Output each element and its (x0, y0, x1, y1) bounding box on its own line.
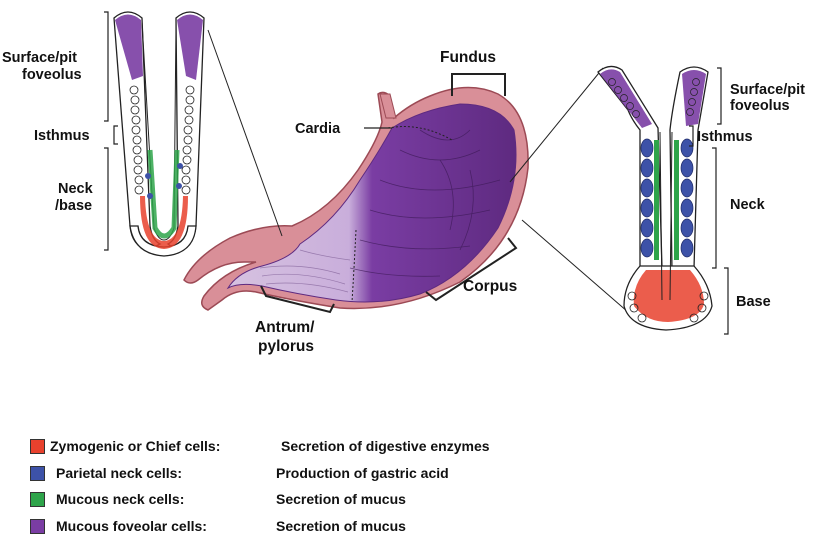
right-surface-label-2: foveolus (730, 98, 790, 114)
parietal-swatch (30, 466, 45, 481)
antrum-label-1: Antrum/ (255, 319, 315, 336)
legend-function: Secretion of digestive enzymes (281, 438, 490, 454)
legend-row-zymogenic: Zymogenic or Chief cells: Secretion of d… (28, 436, 808, 463)
cardia-label: Cardia (295, 121, 341, 137)
right-base-label: Base (736, 294, 771, 310)
zymogenic-swatch (30, 439, 45, 454)
antrum-label-2: pylorus (258, 338, 314, 355)
right-isthmus-label: Isthmus (697, 129, 753, 145)
left-isthmus-label: Isthmus (34, 128, 90, 144)
right-gastric-gland (598, 66, 712, 330)
legend-function: Secretion of mucus (276, 518, 406, 534)
left-surface-label-1: Surface/pit (2, 50, 77, 66)
legend-name: Mucous neck cells: (56, 491, 184, 507)
mucous-neck-swatch (30, 492, 45, 507)
legend-row-mucous-neck: Mucous neck cells: Secretion of mucus (28, 489, 808, 516)
left-gastric-gland (114, 12, 204, 256)
left-neck-label-1: Neck (58, 181, 94, 197)
legend-row-parietal: Parietal neck cells: Production of gastr… (28, 463, 808, 490)
stomach (184, 87, 528, 310)
legend-name: Zymogenic or Chief cells: (50, 438, 220, 454)
legend-name: Mucous foveolar cells: (56, 518, 207, 534)
right-gland-mucous-neck (654, 140, 679, 260)
right-neck-label: Neck (730, 197, 766, 213)
stomach-gland-diagram: Surface/pit foveolus Isthmus Neck /base (0, 0, 827, 430)
left-surface-label-2: foveolus (22, 67, 82, 83)
legend-name: Parietal neck cells: (56, 465, 182, 481)
left-gland-mucous-neck (150, 150, 177, 236)
left-neck-label-2: /base (55, 198, 92, 214)
right-surface-label-1: Surface/pit (730, 82, 805, 98)
cell-type-legend: Zymogenic or Chief cells: Secretion of d… (28, 436, 808, 542)
fundus-label: Fundus (440, 49, 496, 66)
legend-row-foveolar: Mucous foveolar cells: Secretion of mucu… (28, 516, 808, 543)
legend-function: Secretion of mucus (276, 491, 406, 507)
legend-function: Production of gastric acid (276, 465, 449, 481)
corpus-label: Corpus (463, 278, 517, 295)
foveolar-swatch (30, 519, 45, 534)
